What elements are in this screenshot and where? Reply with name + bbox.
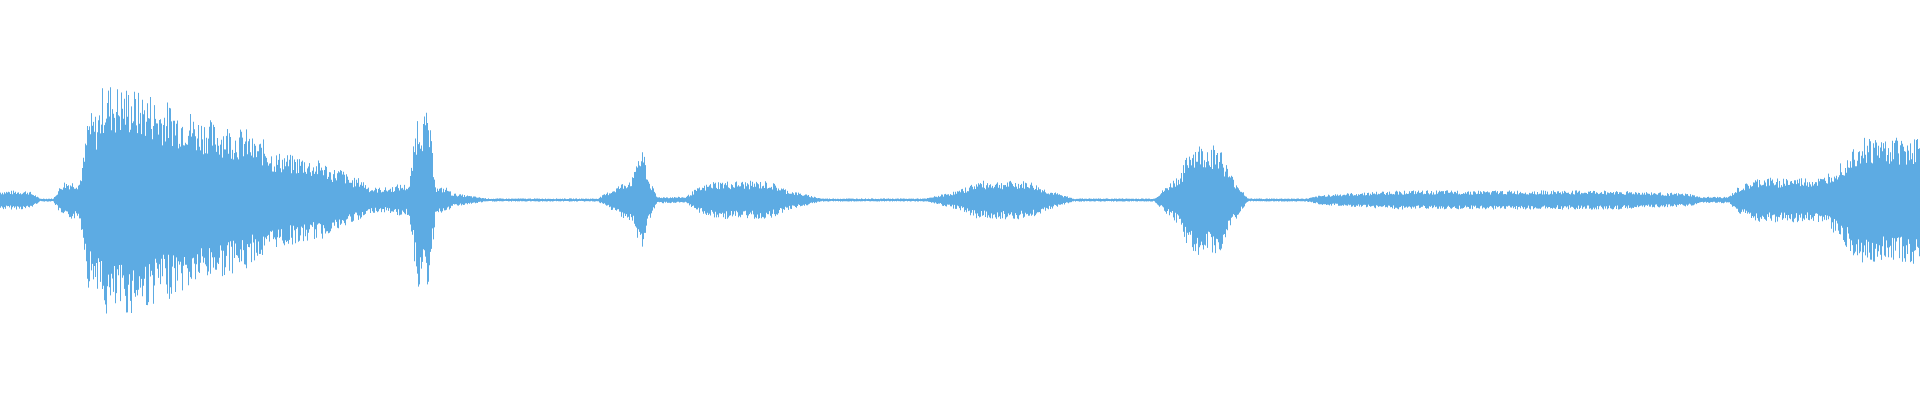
waveform-peaks xyxy=(0,87,1920,314)
waveform-path xyxy=(0,87,1920,314)
